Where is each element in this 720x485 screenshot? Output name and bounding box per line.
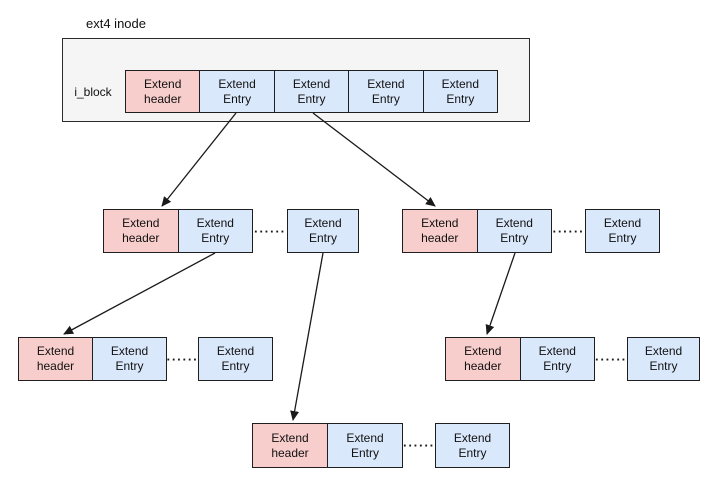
leaf-block-left-cell-entry: Extend Entry: [92, 337, 167, 381]
inode-cell-header: Extend header: [125, 70, 201, 113]
index-block-left-cell-header: Extend header: [103, 209, 179, 253]
index-block-right-detached-box: Extend Entry: [585, 209, 660, 253]
leaf-block-bottom-detached-box: Extend Entry: [435, 423, 510, 468]
inode-cell-entry: Extend Entry: [273, 70, 350, 113]
index-block-right-detached-cell-entry: Extend Entry: [585, 209, 660, 253]
leaf-block-left-detached-box: Extend Entry: [198, 337, 273, 381]
i-block-label: i_block: [74, 84, 112, 99]
leaf-block-right-cell-header: Extend header: [445, 337, 521, 381]
leaf-block-left-ellipsis: ······: [166, 351, 199, 367]
index-block-right-cell-header: Extend header: [402, 209, 478, 253]
pointer-arrow-2: [63, 252, 216, 335]
pointer-arrow-3: [290, 252, 324, 421]
inode-cell-entry: Extend Entry: [199, 70, 275, 113]
pointer-arrow-1: [312, 112, 436, 207]
index-block-left-detached-box: Extend Entry: [287, 209, 359, 253]
leaf-block-left-cell-header: Extend header: [18, 337, 93, 381]
leaf-block-right-ellipsis: ······: [595, 351, 627, 367]
leaf-block-bottom-ellipsis: ······: [403, 438, 435, 453]
inode-cell-entry: Extend Entry: [348, 70, 424, 113]
leaf-block-left-detached-cell-entry: Extend Entry: [198, 337, 273, 381]
leaf-block-bottom-cell-header: Extend header: [252, 423, 328, 468]
index-block-left-cell-entry: Extend Entry: [177, 209, 253, 253]
leaf-block-bottom-detached-cell-entry: Extend Entry: [435, 423, 510, 468]
inode-title: ext4 inode: [86, 16, 146, 31]
leaf-block-right-cell-entry: Extend Entry: [519, 337, 595, 381]
index-block-right-ellipsis: ······: [552, 223, 585, 239]
leaf-block-bottom-cell-entry: Extend Entry: [327, 423, 403, 468]
leaf-block-right-detached-box: Extend Entry: [627, 337, 700, 381]
leaf-block-right-detached-cell-entry: Extend Entry: [627, 337, 700, 381]
index-block-right-cell-entry: Extend Entry: [476, 209, 552, 253]
pointer-arrow-0: [161, 112, 237, 207]
inode-cell-entry: Extend Entry: [422, 70, 499, 113]
pointer-arrow-4: [485, 252, 516, 335]
index-block-left-ellipsis: ······: [254, 223, 286, 239]
index-block-left-detached-cell-entry: Extend Entry: [287, 209, 359, 253]
